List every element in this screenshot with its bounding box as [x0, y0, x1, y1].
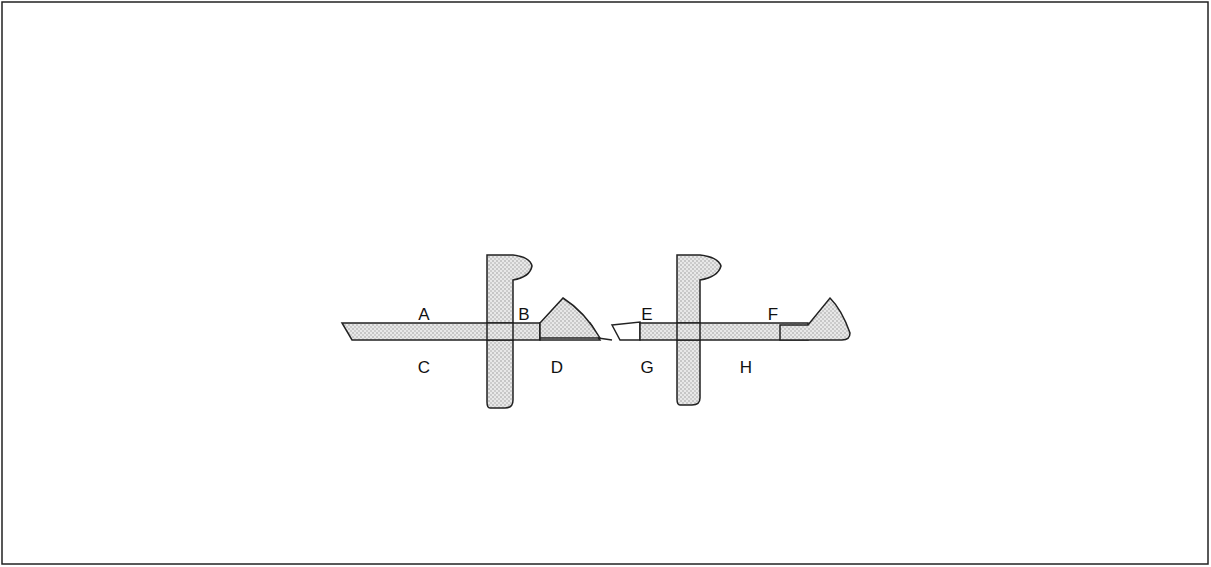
- blade-crossing: [487, 323, 513, 340]
- blade-crossing: [677, 323, 700, 340]
- part-letter: B: [518, 306, 529, 323]
- part-letter: E: [641, 306, 652, 323]
- wedge: [540, 298, 600, 338]
- part-letter: F: [768, 306, 778, 323]
- part-letter: C: [418, 359, 430, 376]
- wedge: [780, 298, 850, 340]
- shaft: [342, 323, 540, 340]
- part-letter: H: [740, 359, 752, 376]
- part-letter: A: [418, 306, 429, 323]
- part-letter: G: [640, 359, 653, 376]
- shaft: [612, 322, 640, 340]
- shaft-break: [598, 338, 612, 340]
- part-letter: D: [551, 359, 563, 376]
